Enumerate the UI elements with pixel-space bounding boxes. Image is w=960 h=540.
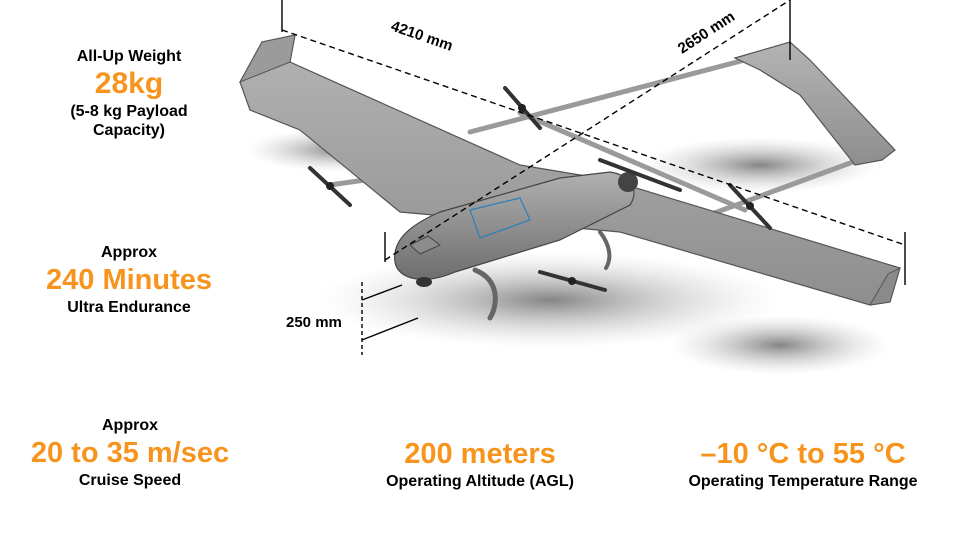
spec-altitude: 200 meters Operating Altitude (AGL) xyxy=(360,436,600,491)
endurance-caption: Approx xyxy=(101,244,157,261)
altitude-note: Operating Altitude (AGL) xyxy=(386,473,574,490)
weight-value: 28kg xyxy=(94,67,164,100)
wingspan-label: 4210 mm xyxy=(389,18,455,55)
endurance-value: 240 Minutes xyxy=(46,264,212,296)
fuselage-hatch xyxy=(469,197,531,239)
speed-caption: Approx xyxy=(102,417,158,434)
tail-wing xyxy=(733,41,896,166)
speed-value: 20 to 35 m/sec xyxy=(30,437,230,469)
endurance-note: Ultra Endurance xyxy=(67,299,191,316)
height-label: 250 mm xyxy=(286,314,342,331)
speed-note: Cruise Speed xyxy=(78,472,182,489)
weight-note-line1: (5-8 kg Payload xyxy=(70,103,188,120)
landing-gear xyxy=(472,267,498,321)
spec-speed: Approx 20 to 35 m/sec Cruise Speed xyxy=(8,416,252,490)
tail-booms xyxy=(327,53,883,225)
canopy xyxy=(409,235,441,255)
temperature-value: –10 °C to 55 °C xyxy=(700,438,906,470)
pusher-motor xyxy=(618,172,638,192)
temperature-note: Operating Temperature Range xyxy=(688,473,918,490)
altitude-value: 200 meters xyxy=(404,438,556,470)
spec-weight: All-Up Weight 28kg (5-8 kg Payload Capac… xyxy=(40,47,218,140)
weight-note-line2: Capacity) xyxy=(92,122,166,139)
weight-caption: All-Up Weight xyxy=(76,48,182,65)
propeller-hubs xyxy=(326,104,754,285)
length-label: 2650 mm xyxy=(675,8,738,57)
spec-endurance: Approx 240 Minutes Ultra Endurance xyxy=(18,243,240,317)
spec-temperature: –10 °C to 55 °C Operating Temperature Ra… xyxy=(650,436,956,491)
camera-gimbal xyxy=(416,277,432,287)
wing-right-tip xyxy=(869,267,901,306)
dimension-lines xyxy=(281,0,906,355)
landing-gear-rear xyxy=(598,230,612,270)
